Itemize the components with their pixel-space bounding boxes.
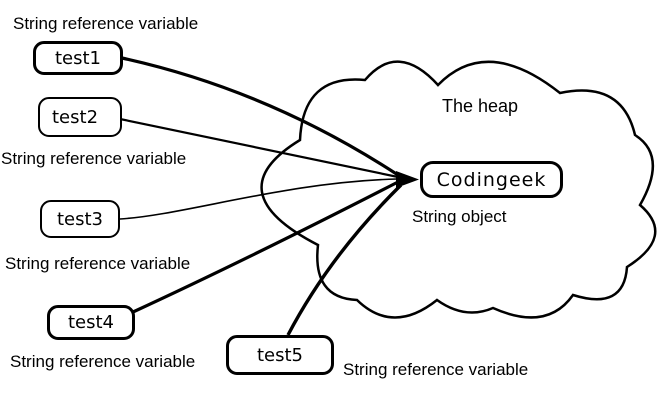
variable-box-test1: test1 (33, 41, 123, 75)
ref-variable-label-test2: String reference variable (1, 149, 187, 168)
heap-label: The heap (441, 96, 519, 116)
arrowhead-icon (396, 171, 419, 188)
pointer-line-test2 (119, 117, 399, 179)
variable-box-test5: test5 (226, 335, 334, 375)
variable-box-test2: test2 (38, 97, 122, 137)
variable-name-test1: test1 (54, 47, 102, 69)
pointer-line-test1 (121, 56, 399, 177)
variable-box-test3: test3 (40, 200, 120, 238)
string-object-box: Codingeek (420, 161, 563, 198)
variable-name-test4: test4 (67, 312, 115, 333)
variable-name-test2: test2 (52, 106, 99, 128)
pointer-line-test3 (119, 178, 398, 220)
ref-variable-label-test3: String reference variable (5, 254, 191, 273)
ref-variable-label-test5: String reference variable (343, 360, 529, 379)
ref-variable-label-test4: String reference variable (10, 352, 196, 371)
pointer-line-test5 (286, 183, 403, 336)
variable-name-test3: test3 (56, 208, 104, 230)
variable-name-test5: test5 (256, 344, 304, 366)
string-object-label: String object (412, 207, 507, 226)
ref-variable-label-test1: String reference variable (13, 14, 199, 33)
variable-box-test4: test4 (47, 305, 135, 340)
string-object-value: Codingeek (436, 168, 547, 191)
pointer-line-test4 (132, 180, 399, 314)
